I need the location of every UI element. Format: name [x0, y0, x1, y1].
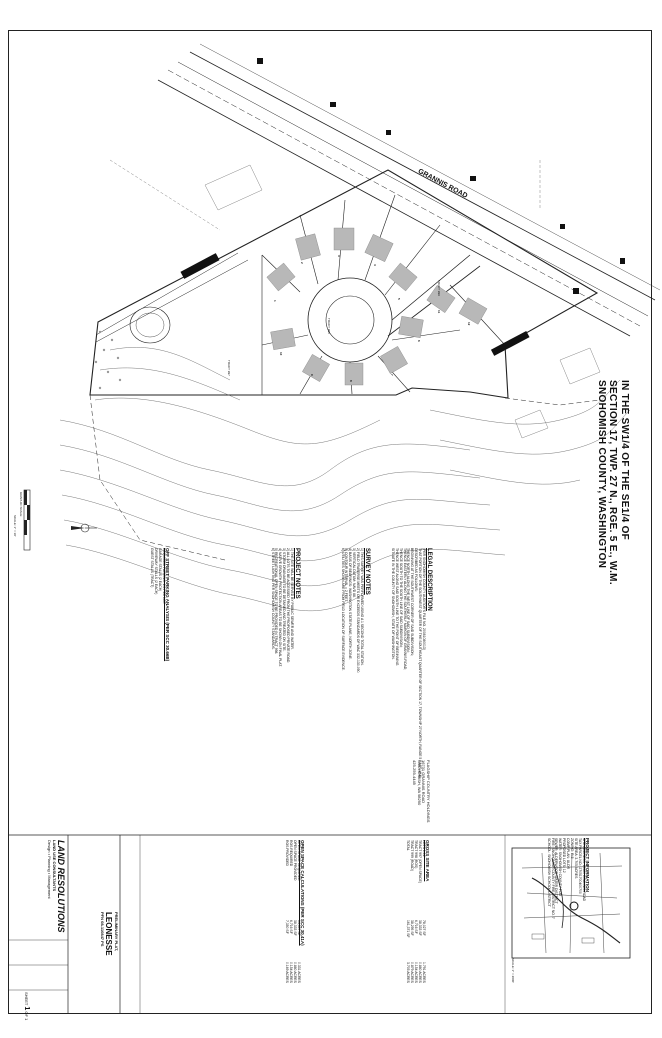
lot-label: 2: [300, 262, 304, 264]
parking-analysis: OFF STREET PARKING ANALYSIS (PER SCC 30.…: [149, 548, 170, 768]
lot-label: 4: [373, 264, 377, 266]
contour-lines: [59, 347, 631, 612]
sheet-border: [8, 30, 652, 1014]
firm-tagline: Design • Planning • Management: [47, 840, 53, 899]
sheet-heading-line2: SECTION 17, TWP. 27 N., RGE. 5 E., W.M.: [607, 380, 619, 585]
lot-label: 8: [349, 380, 353, 382]
project-info-line: WATER: SNOHOMISH COUNTY PUD: [558, 838, 563, 896]
project-type: PRELIMINARY PLAT,: [114, 912, 119, 952]
tract-label: TRACT 998: [327, 318, 331, 334]
project-note: 6) STREET LIGHTING PER SNOHOMISH COUNTY …: [270, 548, 275, 650]
north-arrow-icon: [71, 523, 97, 533]
table-row: ROS PROVIDED 7,350 SF 0.169 ACRES: [284, 840, 290, 1010]
table-cell: 7,350 SF: [285, 920, 290, 934]
sheet-heading: IN THE SW1/4 OF THE SE1/4 OF SECTION 17,…: [596, 380, 630, 585]
density-table: GROSS SITE AREA LOTS 1-1278,027 SF1.791 …: [405, 840, 430, 1010]
lot-label: 7: [390, 374, 394, 376]
owner-line: FLAGSHIP COUNTRY HOLDINGS: [426, 760, 431, 823]
tract-label: TRACT 999: [437, 280, 441, 296]
survey-notes: SURVEY NOTES 1) THIS SURVEY WAS PERFORME…: [340, 548, 370, 818]
lot-label: 6: [417, 340, 421, 342]
sheet-of: OF 1: [24, 1011, 29, 1021]
table-cell: 161,371 SF: [406, 920, 411, 938]
project-note: 4) NATIVE GROWTH PROTECTION AREAS TO BE …: [278, 548, 283, 667]
lot-label: 1: [273, 300, 277, 302]
table-row: TOTAL 161,371 SF 3.705 ACRES: [405, 840, 411, 1010]
sheet-number-block: SHEET 1 OF 1: [22, 992, 30, 1020]
sheet-label: SHEET: [24, 992, 29, 1006]
building-footprints: [266, 227, 488, 386]
lot-label: 9: [310, 374, 314, 376]
road-markers: [257, 58, 625, 294]
hatch-dots: [94, 330, 122, 390]
firm-block: LAND RESOLUTIONS LAND USE CONSULTANTS De…: [46, 840, 66, 1010]
vicinity-map: [511, 847, 631, 959]
project-notes-heading: PROJECT NOTES: [294, 548, 300, 599]
grannis-road: [157, 43, 661, 337]
firm-name: LAND RESOLUTIONS: [56, 840, 66, 933]
graphic-scale-label: GRAPHIC SCALE: [19, 492, 23, 517]
legal-line: SITUATE IN THE COUNTY OF SNOHOMISH, STAT…: [390, 548, 395, 660]
survey-note: 6) UTILITIES SHOWN ARE FROM FIELD LOCATI…: [340, 548, 345, 671]
project-information: PROJECT INFORMATION SITE ADDRESS: 16320 …: [546, 838, 590, 1038]
sheet-heading-line3: SNOHOMISH COUNTY, WASHINGTON: [596, 380, 607, 569]
lot-label: 12: [467, 322, 471, 326]
lot-label: 11: [437, 310, 441, 314]
property-boundary: [89, 169, 599, 399]
parking-line: GUEST STALLS (TRACT): [150, 548, 155, 588]
cul-de-sac: [307, 277, 393, 363]
title-block-grid: [8, 834, 652, 1014]
table-cell: TRACT 999 (ROAD): [410, 840, 415, 871]
survey-note: 4) BASIS OF BEARINGS: WASHINGTON STATE P…: [348, 548, 353, 660]
lot-label: 3: [337, 255, 341, 257]
table-cell: 3.705 ACRES: [406, 962, 411, 983]
open-space-table: OPEN SPACE CALCULATIONS (PER SCC 30.41A)…: [284, 840, 305, 1010]
project-info-line: SITE AREA: 3.705 ACRES: [574, 838, 579, 879]
scale-ratio: SCALE: 1" = 30': [13, 515, 17, 537]
lot-label: 5: [397, 298, 401, 300]
owner-block: FLAGSHIP COUNTRY HOLDINGS 16731 GRANNIS …: [412, 760, 431, 823]
project-info-line: SCHOOL: SNOHOMISH SCHOOL DISTRICT: [546, 838, 551, 907]
vicinity-scale: SCALE: 1" = 2000': [511, 958, 515, 983]
survey-notes-heading: SURVEY NOTES: [364, 548, 370, 595]
table-cell: TOTAL: [406, 840, 411, 851]
tract-label: TRACT 997: [227, 360, 231, 376]
graphic-scale: [23, 489, 31, 551]
project-notes: PROJECT NOTES 1) THE SITE WILL BE SERVED…: [270, 548, 300, 818]
table-cell: ROS PROVIDED: [285, 840, 290, 866]
project-pfn: PFN 08-110847 PS: [100, 912, 106, 947]
sheet-heading-line1: IN THE SW1/4 OF THE SE1/4 OF: [619, 380, 630, 541]
table-cell: 0.169 ACRES: [285, 962, 290, 983]
lot-label: 10: [279, 352, 283, 356]
project-title-block: PRELIMINARY PLAT, LEONESSE PFN 08-110847…: [100, 912, 119, 1012]
neighbor-parcels: [109, 159, 601, 439]
project-name: LEONESSE: [104, 912, 114, 956]
sheet-number: 1: [23, 1006, 30, 1011]
